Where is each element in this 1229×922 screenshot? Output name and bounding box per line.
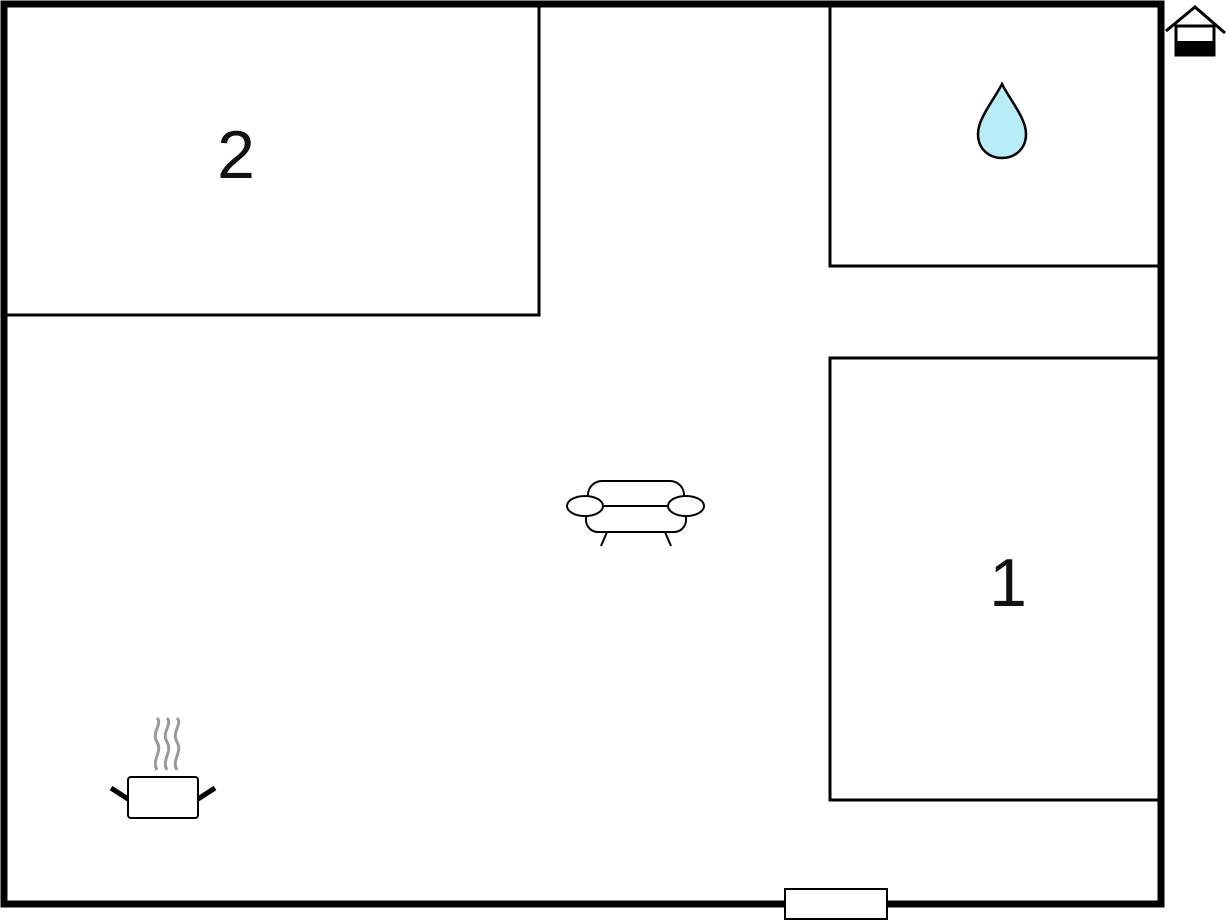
door-marker <box>784 888 888 920</box>
room-bedroom-2-wall <box>7 7 541 317</box>
room-bathroom <box>828 7 1158 268</box>
cooking-pot-icon <box>109 716 217 819</box>
room-bathroom-wall <box>828 7 1158 268</box>
room-bedroom-2-label: 2 <box>217 117 255 193</box>
water-drop-icon <box>976 81 1028 160</box>
room-bedroom-1: 1 <box>828 356 1158 802</box>
room-bedroom-1-label: 1 <box>989 545 1027 621</box>
sofa-icon <box>566 480 705 547</box>
room-bedroom-1-wall <box>828 356 1158 802</box>
house-icon <box>1165 5 1226 57</box>
outer-wall <box>0 0 1165 908</box>
room-bedroom-2: 2 <box>7 7 541 317</box>
